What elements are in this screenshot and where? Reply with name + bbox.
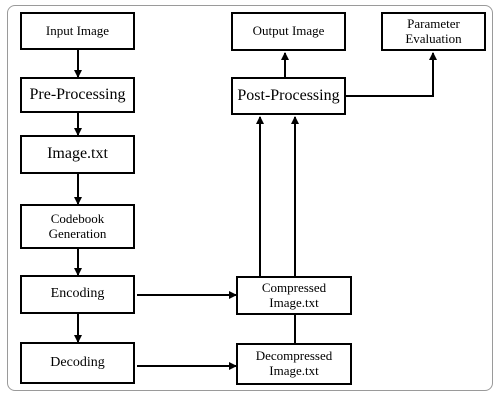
- post-processing-box: Post-Processing: [231, 77, 346, 115]
- input-image-box: Input Image: [20, 12, 135, 50]
- pre-processing-label: Pre-Processing: [29, 85, 126, 103]
- encoding-box: Encoding: [20, 275, 135, 314]
- output-image-box: Output Image: [231, 12, 346, 51]
- decompressed-image-box: Decompressed Image.txt: [236, 343, 352, 385]
- arrow-postprocessing-to-evaluation: [346, 52, 437, 97]
- decoding-box: Decoding: [20, 342, 135, 384]
- image-txt-label: Image.txt: [47, 145, 108, 163]
- parameter-evaluation-label: Parameter Evaluation: [405, 15, 462, 46]
- encoding-label: Encoding: [50, 286, 105, 302]
- input-image-label: Input Image: [45, 22, 110, 38]
- diagram-frame: [7, 5, 493, 391]
- decoding-label: Decoding: [50, 354, 105, 370]
- output-image-label: Output Image: [252, 23, 325, 39]
- decompressed-image-label: Decompressed Image.txt: [255, 348, 333, 378]
- compressed-image-box: Compressed Image.txt: [236, 276, 352, 315]
- parameter-evaluation-box: Parameter Evaluation: [381, 12, 486, 51]
- post-processing-label: Post-Processing: [237, 86, 340, 104]
- pre-processing-box: Pre-Processing: [20, 77, 135, 113]
- codebook-generation-label: Codebook Generation: [48, 210, 107, 241]
- codebook-generation-box: Codebook Generation: [20, 204, 135, 249]
- compressed-image-label: Compressed Image.txt: [261, 279, 327, 310]
- image-txt-box: Image.txt: [20, 135, 135, 174]
